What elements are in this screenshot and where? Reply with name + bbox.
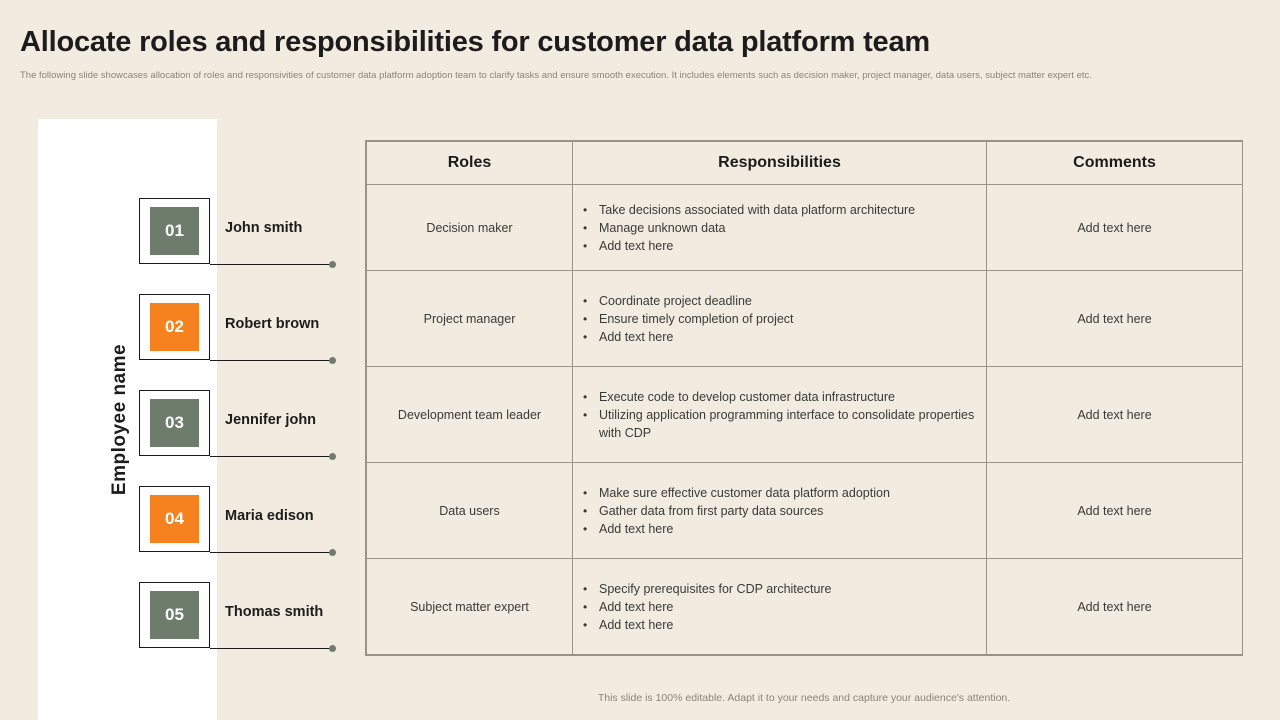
- cell-responsibilities: Specify prerequisites for CDP architectu…: [572, 558, 987, 655]
- list-item: Utilizing application programming interf…: [573, 406, 986, 442]
- table-row: Project manager Coordinate project deadl…: [366, 270, 1243, 367]
- employee-number-card[interactable]: 03: [139, 390, 210, 456]
- connector-line: [210, 360, 332, 362]
- employee-number-badge: 03: [150, 399, 199, 447]
- list-item: Specify prerequisites for CDP architectu…: [573, 580, 986, 598]
- employee-number-card[interactable]: 05: [139, 582, 210, 648]
- list-item: Make sure effective customer data platfo…: [573, 484, 986, 502]
- employee-name: John smith: [225, 220, 303, 236]
- list-item: Add text here: [573, 237, 986, 255]
- cell-comment: Add text here: [986, 462, 1243, 559]
- list-item: Manage unknown data: [573, 219, 986, 237]
- connector-dot-icon: [329, 260, 336, 268]
- table-row: Development team leader Execute code to …: [366, 366, 1243, 463]
- employee-name: Robert brown: [225, 316, 320, 332]
- table-row: Subject matter expert Specify prerequisi…: [366, 558, 1243, 655]
- responsibility-list: Take decisions associated with data plat…: [573, 201, 986, 255]
- employee-item-03[interactable]: 03 Jennifer john: [139, 390, 559, 460]
- cell-role: Subject matter expert: [366, 558, 573, 655]
- column-header-responsibilities: Responsibilities: [572, 141, 987, 185]
- cell-role: Decision maker: [366, 184, 573, 271]
- employee-number-badge: 05: [150, 591, 199, 639]
- employee-item-04[interactable]: 04 Maria edison: [139, 486, 559, 556]
- list-item: Gather data from first party data source…: [573, 502, 986, 520]
- employee-number-badge: 01: [150, 207, 199, 255]
- connector-line: [210, 264, 332, 266]
- table-row: Data users Make sure effective customer …: [366, 462, 1243, 559]
- list-item: Coordinate project deadline: [573, 292, 986, 310]
- connector-dot-icon: [329, 548, 336, 556]
- connector-line: [210, 648, 332, 650]
- cell-responsibilities: Take decisions associated with data plat…: [572, 184, 987, 271]
- table-row: Decision maker Take decisions associated…: [366, 184, 1243, 271]
- list-item: Take decisions associated with data plat…: [573, 201, 986, 219]
- roles-table: Roles Responsibilities Comments Decision…: [366, 141, 1243, 655]
- responsibility-list: Make sure effective customer data platfo…: [573, 484, 986, 538]
- connector-line: [210, 552, 332, 554]
- employee-number-badge: 02: [150, 303, 199, 351]
- employee-number-card[interactable]: 04: [139, 486, 210, 552]
- connector-dot-icon: [329, 452, 336, 460]
- connector-dot-icon: [329, 356, 336, 364]
- employee-name: Jennifer john: [225, 412, 317, 428]
- cell-comment: Add text here: [986, 366, 1243, 463]
- employee-name: Maria edison: [225, 508, 314, 524]
- editable-note: This slide is 100% editable. Adapt it to…: [597, 692, 1011, 704]
- cell-comment: Add text here: [986, 270, 1243, 367]
- cell-responsibilities: Execute code to develop customer data in…: [572, 366, 987, 463]
- employee-number-card[interactable]: 01: [139, 198, 210, 264]
- roles-table-container: Roles Responsibilities Comments Decision…: [365, 140, 1243, 656]
- list-item: Ensure timely completion of project: [573, 310, 986, 328]
- employee-name: Thomas smith: [225, 604, 324, 620]
- cell-role: Data users: [366, 462, 573, 559]
- column-header-comments: Comments: [986, 141, 1243, 185]
- list-item: Add text here: [573, 520, 986, 538]
- responsibility-list: Coordinate project deadline Ensure timel…: [573, 292, 986, 346]
- employee-item-01[interactable]: 01 John smith: [139, 198, 559, 268]
- connector-dot-icon: [329, 644, 336, 652]
- list-item: Add text here: [573, 616, 986, 634]
- page-subtitle: The following slide showcases allocation…: [20, 70, 1092, 81]
- column-header-roles: Roles: [366, 141, 573, 185]
- cell-comment: Add text here: [986, 184, 1243, 271]
- list-item: Add text here: [573, 598, 986, 616]
- employee-number-badge: 04: [150, 495, 199, 543]
- cell-comment: Add text here: [986, 558, 1243, 655]
- table-header-row: Roles Responsibilities Comments: [366, 141, 1243, 185]
- employee-item-02[interactable]: 02 Robert brown: [139, 294, 559, 364]
- list-item: Add text here: [573, 328, 986, 346]
- connector-line: [210, 456, 332, 458]
- list-item: Execute code to develop customer data in…: [573, 388, 986, 406]
- employee-number-card[interactable]: 02: [139, 294, 210, 360]
- responsibility-list: Execute code to develop customer data in…: [573, 388, 986, 442]
- cell-role: Project manager: [366, 270, 573, 367]
- responsibility-list: Specify prerequisites for CDP architectu…: [573, 580, 986, 634]
- page-title: Allocate roles and responsibilities for …: [20, 26, 930, 58]
- cell-responsibilities: Make sure effective customer data platfo…: [572, 462, 987, 559]
- cell-role: Development team leader: [366, 366, 573, 463]
- cell-responsibilities: Coordinate project deadline Ensure timel…: [572, 270, 987, 367]
- employee-item-05[interactable]: 05 Thomas smith: [139, 582, 559, 652]
